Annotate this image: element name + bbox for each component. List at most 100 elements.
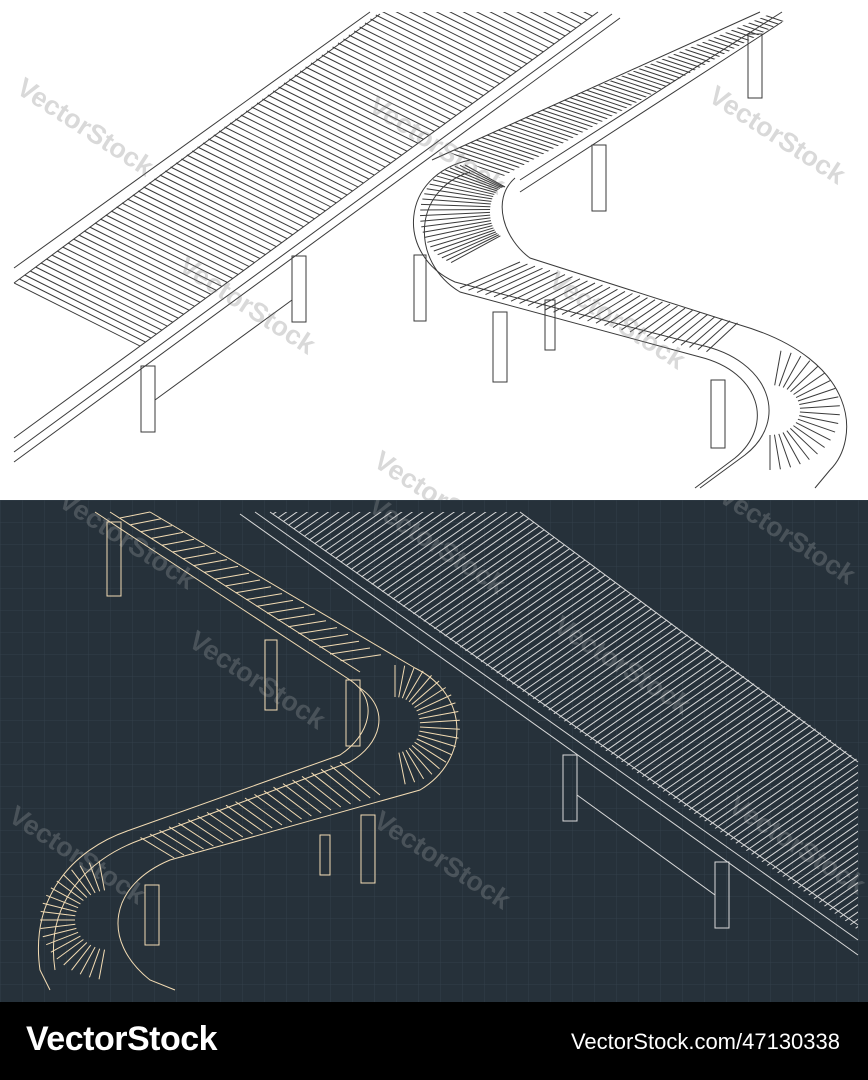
conveyor-roller (604, 297, 648, 326)
conveyor-roller (437, 231, 497, 256)
conveyor-roller (586, 0, 868, 9)
conveyor-roller (493, 269, 551, 298)
conveyor-roller (405, 749, 425, 780)
support-leg (492, 311, 508, 383)
conveyor-roller (753, 656, 858, 868)
conveyor-roller (46, 258, 347, 410)
s-curve-conveyor-light (412, 159, 848, 489)
conveyor-roller (119, 511, 151, 519)
conveyor-roller (454, 165, 502, 189)
conveyor-roller (98, 860, 106, 891)
conveyor-roller (88, 862, 101, 892)
conveyor-roller (89, 226, 390, 378)
support-leg (291, 255, 307, 323)
conveyor-roller (587, 293, 633, 322)
conveyor-roller (722, 634, 858, 846)
conveyor-roller (289, 78, 590, 230)
conveyor-roller (398, 752, 406, 785)
conveyor-roller (105, 214, 407, 366)
conveyor-roller (278, 86, 579, 238)
conveyor-roller (646, 62, 737, 93)
conveyor-roller (395, 512, 696, 613)
support-leg (360, 814, 376, 884)
conveyor-roller (419, 726, 460, 730)
conveyor-roller (799, 411, 840, 416)
conveyor-roller (494, 12, 598, 78)
conveyor-roller (421, 217, 491, 228)
conveyor-roller (121, 202, 423, 354)
conveyor-roller (580, 12, 598, 14)
conveyor-roller (419, 710, 459, 720)
conveyor-roller (748, 653, 858, 864)
conveyor-roller (63, 874, 88, 898)
conveyor-roller (327, 512, 629, 565)
conveyor-roller (728, 24, 800, 56)
conveyor-roller (251, 106, 552, 258)
conveyor-roller (532, 12, 598, 50)
footer-image-id: VectorStock.com/47130338 (570, 1029, 840, 1054)
conveyor-roller (743, 649, 858, 861)
conveyor-roller (159, 829, 195, 853)
conveyor-roller (541, 109, 633, 141)
conveyor-roller (690, 42, 781, 73)
conveyor-roller (785, 678, 858, 890)
conveyor-roller (790, 365, 819, 393)
conveyor-roller (464, 164, 506, 188)
conveyor-roller (132, 194, 434, 346)
conveyor-roller (510, 274, 566, 302)
conveyor-roller (680, 316, 716, 346)
conveyor-roller (83, 230, 385, 382)
conveyor-roller (508, 124, 600, 156)
conveyor-roller (433, 229, 495, 252)
conveyor-roller (272, 90, 574, 242)
conveyor-roller (799, 405, 840, 409)
conveyor-roller (358, 512, 660, 587)
conveyor-roller (159, 174, 461, 326)
conveyor-roller (197, 815, 234, 841)
conveyor-roller (723, 27, 800, 58)
conveyor-roller (203, 565, 239, 573)
conveyor-roller (140, 837, 175, 859)
conveyor-roller (316, 58, 598, 210)
conveyor-roller (140, 525, 173, 533)
conveyor-roller (348, 34, 598, 186)
conveyor-roller (292, 779, 332, 811)
conveyor-roller (764, 664, 858, 876)
conveyor-roller (224, 579, 261, 587)
conveyor-roller (149, 833, 185, 856)
conveyor-roller (745, 17, 800, 48)
conveyor-roller (739, 19, 800, 51)
conveyor-roller (216, 808, 253, 835)
conveyor-roller (143, 186, 444, 338)
conveyor-roller (329, 647, 371, 655)
conveyor-roller (530, 114, 622, 146)
conveyor-roller (756, 12, 800, 43)
conveyor-roller (559, 12, 598, 30)
conveyor-roller (380, 12, 598, 162)
conveyor-roller (733, 641, 858, 853)
conveyor-roller (71, 869, 92, 896)
conveyor-roller (779, 675, 858, 887)
conveyor-roller (786, 360, 811, 390)
conveyor-roller (24, 274, 326, 426)
conveyor-roller (769, 667, 858, 879)
support-leg (319, 834, 331, 876)
conveyor-roller (161, 538, 195, 546)
conveyor-roller (782, 355, 802, 388)
conveyor-roller (449, 167, 501, 189)
conveyor-roller (267, 94, 569, 246)
conveyor-roller (397, 12, 598, 150)
conveyor-roller (411, 680, 440, 705)
conveyor-roller (476, 265, 536, 293)
conveyor-roller (320, 768, 361, 802)
conveyor-roller (441, 232, 498, 259)
conveyor-roller (663, 312, 701, 342)
support-leg (591, 144, 607, 212)
conveyor-roller (364, 22, 598, 174)
conveyor-roller (578, 290, 626, 320)
support-leg (710, 379, 726, 449)
conveyor-roller (689, 318, 723, 348)
conveyor-roller (332, 512, 634, 568)
conveyor-roller (640, 64, 732, 96)
conveyor-roller (419, 730, 459, 739)
